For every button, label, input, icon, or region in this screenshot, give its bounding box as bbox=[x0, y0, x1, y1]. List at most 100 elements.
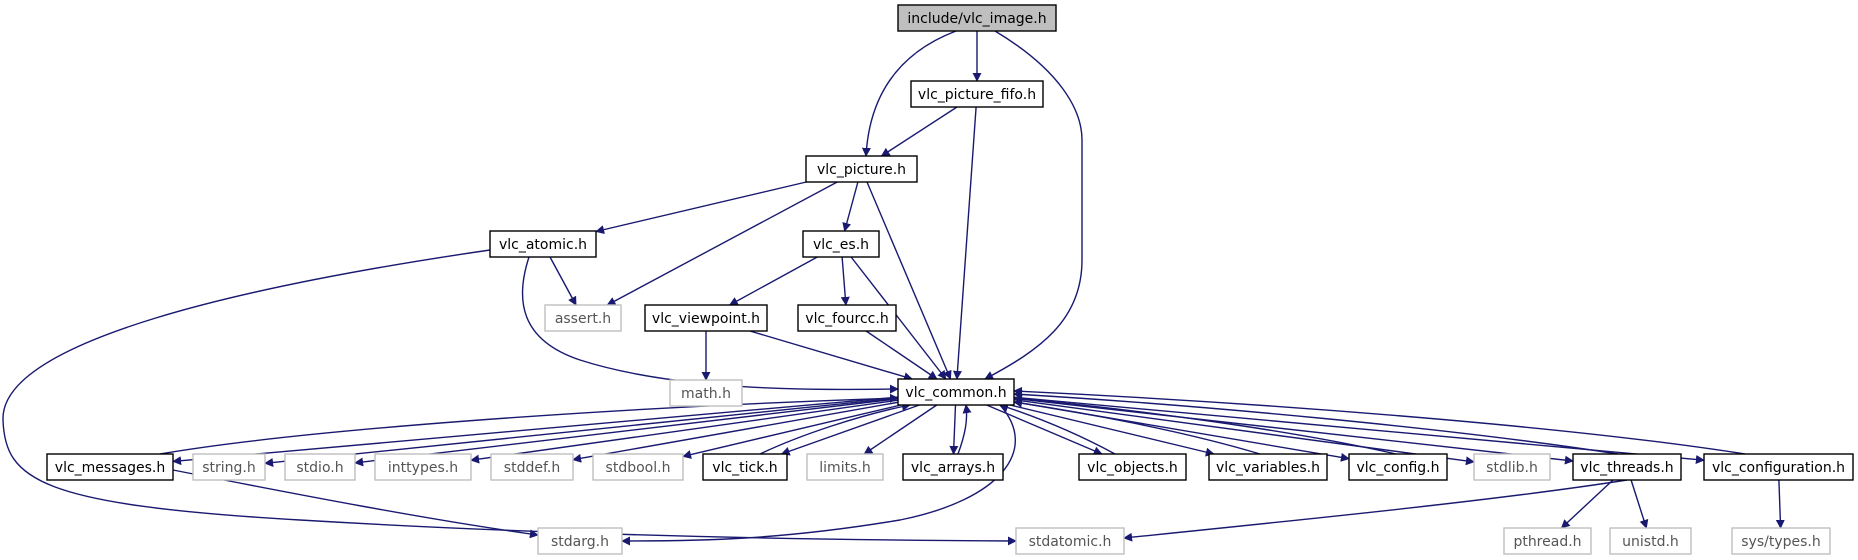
node-vlc-fourcc[interactable]: vlc_fourcc.h bbox=[797, 304, 897, 332]
node-inttypes: inttypes.h bbox=[374, 453, 472, 481]
node-vlc-messages[interactable]: vlc_messages.h bbox=[46, 453, 174, 481]
node-label: stdbool.h bbox=[606, 460, 671, 476]
edge-vlc-threads-to-pthread bbox=[1560, 479, 1614, 529]
node-box bbox=[702, 453, 788, 481]
node-label: pthread.h bbox=[1513, 534, 1581, 550]
edge-vlc-common-to-stdbool bbox=[682, 404, 902, 459]
node-box bbox=[1609, 527, 1692, 555]
node-vlc-objects[interactable]: vlc_objects.h bbox=[1078, 453, 1187, 481]
node-label: stdlib.h bbox=[1486, 460, 1538, 476]
node-box bbox=[806, 453, 884, 481]
edge-vlc-common-to-vlc-variables bbox=[1009, 404, 1215, 457]
node-vlc-variables[interactable]: vlc_variables.h bbox=[1208, 453, 1328, 481]
node-label: stdatomic.h bbox=[1029, 534, 1112, 550]
node-box bbox=[1015, 527, 1125, 555]
edge-vlc-picture-fifo-to-vlc-picture bbox=[880, 106, 958, 157]
node-vlc-arrays[interactable]: vlc_arrays.h bbox=[902, 453, 1004, 481]
node-label: vlc_configuration.h bbox=[1712, 460, 1845, 476]
edge-vlc-es-to-vlc-common bbox=[850, 256, 947, 380]
edge-vlc-picture-fifo-to-vlc-common bbox=[952, 106, 977, 380]
node-box bbox=[797, 304, 897, 332]
node-vlc-picture-fifo[interactable]: vlc_picture_fifo.h bbox=[910, 80, 1044, 108]
node-stdatomic: stdatomic.h bbox=[1015, 527, 1125, 555]
node-box bbox=[537, 527, 623, 555]
node-label: stddef.h bbox=[504, 460, 560, 476]
node-box bbox=[805, 155, 918, 183]
node-box bbox=[1503, 527, 1592, 555]
node-box bbox=[192, 453, 266, 481]
edge-vlc-image-to-vlc-common bbox=[984, 30, 1083, 380]
edge-vlc-common-to-stdarg bbox=[621, 404, 1017, 546]
node-label: stdarg.h bbox=[551, 534, 609, 550]
nodes-layer: include/vlc_image.h vlc_picture_fifo.hvlc… bbox=[46, 4, 1854, 555]
edge-vlc-arrays-to-vlc-common bbox=[957, 404, 972, 455]
node-label: vlc_viewpoint.h bbox=[652, 311, 760, 327]
node-label: vlc_picture.h bbox=[817, 162, 906, 178]
node-box bbox=[1078, 453, 1187, 481]
node-label: vlc_threads.h bbox=[1580, 460, 1673, 476]
node-box bbox=[1703, 453, 1854, 481]
node-box bbox=[284, 453, 356, 481]
edge-vlc-threads-to-unistd bbox=[1630, 479, 1649, 529]
node-label: vlc_atomic.h bbox=[499, 237, 587, 253]
node-vlc-es[interactable]: vlc_es.h bbox=[802, 230, 880, 258]
node-vlc-image[interactable]: include/vlc_image.h bbox=[897, 4, 1057, 32]
edge-vlc-common-to-vlc-arrays bbox=[949, 404, 959, 455]
node-stdarg: stdarg.h bbox=[537, 527, 623, 555]
node-label: vlc_common.h bbox=[905, 385, 1006, 401]
node-label: inttypes.h bbox=[388, 460, 458, 476]
edge-vlc-tick-to-vlc-common bbox=[759, 402, 911, 455]
node-label: vlc_tick.h bbox=[712, 460, 777, 476]
edge-vlc-es-to-vlc-fourcc bbox=[840, 256, 850, 306]
node-box bbox=[897, 4, 1057, 32]
node-limits: limits.h bbox=[806, 453, 884, 481]
node-box bbox=[1473, 453, 1551, 481]
edge-vlc-common-to-stdio bbox=[354, 398, 899, 467]
node-label: sys/types.h bbox=[1741, 534, 1820, 550]
node-box bbox=[489, 230, 597, 258]
edge-vlc-configuration-to-sys-types bbox=[1775, 479, 1785, 529]
node-box bbox=[490, 453, 574, 481]
edge-vlc-common-to-vlc-messages bbox=[172, 396, 899, 466]
node-vlc-threads[interactable]: vlc_threads.h bbox=[1572, 453, 1682, 481]
node-vlc-config[interactable]: vlc_config.h bbox=[1348, 453, 1448, 481]
node-label: include/vlc_image.h bbox=[907, 11, 1046, 27]
node-pthread: pthread.h bbox=[1503, 527, 1592, 555]
node-label: vlc_objects.h bbox=[1087, 460, 1178, 476]
node-label: vlc_es.h bbox=[813, 237, 869, 253]
edge-vlc-threads-to-vlc-common bbox=[1013, 389, 1619, 455]
node-label: math.h bbox=[681, 386, 731, 402]
edge-vlc-picture-to-vlc-atomic bbox=[595, 181, 807, 235]
node-sys-types: sys/types.h bbox=[1731, 527, 1831, 555]
edge-vlc-atomic-to-stdatomic bbox=[2, 249, 1017, 546]
edges-layer bbox=[2, 30, 1785, 546]
node-vlc-atomic[interactable]: vlc_atomic.h bbox=[489, 230, 597, 258]
node-box bbox=[592, 453, 684, 481]
node-box bbox=[46, 453, 174, 481]
node-stdio: stdio.h bbox=[284, 453, 356, 481]
edge-vlc-common-to-stdlib bbox=[1013, 399, 1475, 466]
edge-vlc-common-to-inttypes bbox=[470, 399, 899, 464]
edge-vlc-common-to-vlc-tick bbox=[780, 404, 920, 456]
node-vlc-picture[interactable]: vlc_picture.h bbox=[805, 155, 918, 183]
node-vlc-viewpoint[interactable]: vlc_viewpoint.h bbox=[644, 304, 768, 332]
node-string: string.h bbox=[192, 453, 266, 481]
node-stdbool: stdbool.h bbox=[592, 453, 684, 481]
edge-vlc-variables-to-vlc-common bbox=[1013, 398, 1261, 455]
edge-vlc-es-to-vlc-viewpoint bbox=[728, 256, 818, 306]
node-vlc-configuration[interactable]: vlc_configuration.h bbox=[1703, 453, 1854, 481]
node-box bbox=[897, 378, 1015, 406]
node-box bbox=[374, 453, 472, 481]
edge-vlc-common-to-string bbox=[264, 397, 899, 467]
edge-vlc-atomic-to-vlc-common bbox=[521, 256, 899, 394]
edge-vlc-common-to-vlc-objects bbox=[986, 404, 1103, 455]
edge-vlc-fourcc-to-vlc-common bbox=[865, 330, 938, 380]
node-vlc-tick[interactable]: vlc_tick.h bbox=[702, 453, 788, 481]
node-label: stdio.h bbox=[296, 460, 343, 476]
node-box bbox=[1208, 453, 1328, 481]
node-label: vlc_variables.h bbox=[1216, 460, 1320, 476]
node-vlc-common[interactable]: vlc_common.h bbox=[897, 378, 1015, 406]
edge-vlc-picture-to-vlc-common bbox=[866, 181, 952, 380]
node-label: assert.h bbox=[555, 311, 611, 327]
